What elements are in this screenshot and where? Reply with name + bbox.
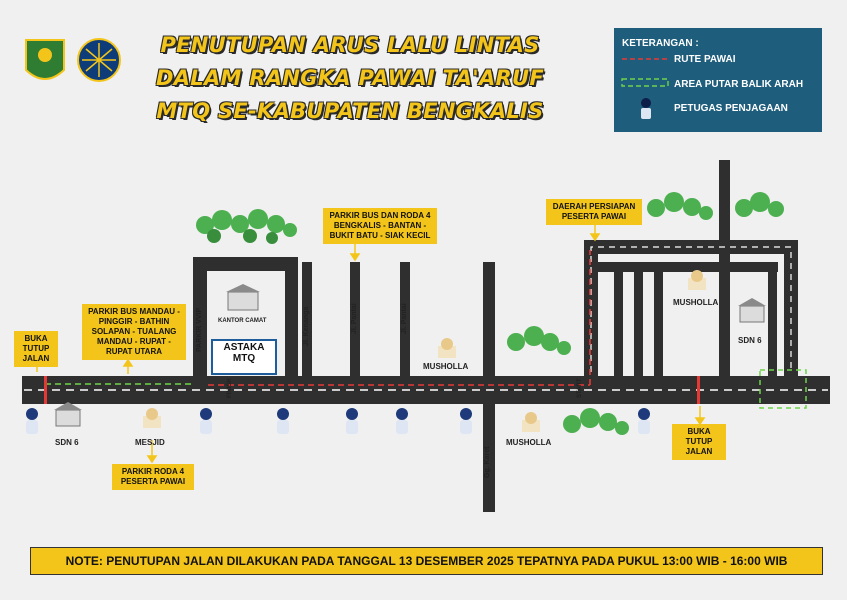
officer-icon-4 — [346, 408, 358, 434]
label-gg-karet: Gg. Karet — [484, 446, 491, 478]
uturn-area — [759, 369, 807, 409]
musholla-right-icon — [688, 270, 706, 290]
road-astaka-top — [193, 257, 298, 271]
sdn6-left-icon — [54, 402, 82, 427]
box-buka-tutup-left: BUKA TUTUP JALAN — [14, 331, 58, 367]
kantor-camat-icon — [226, 284, 260, 311]
road-start — [584, 240, 598, 378]
box-buka-tutup-right: BUKA TUTUP JALAN — [672, 424, 726, 460]
label-sdn6-left: SDN 6 — [55, 438, 79, 447]
road-jl-pantai-2 — [400, 262, 410, 378]
label-start: START — [577, 378, 583, 398]
officer-icon-6 — [460, 408, 472, 434]
trees-bottom-right — [563, 408, 629, 435]
road-right-inner-4 — [768, 262, 777, 378]
astaka-building — [211, 339, 277, 375]
legend-uturn-icon — [621, 78, 669, 87]
label-jl-pantai-1: Jl. Pantai — [351, 303, 358, 334]
label-musholla-right: MUSHOLLA — [673, 298, 719, 307]
title-line-1: PENUTUPAN ARUS LALU LINTAS — [160, 33, 540, 57]
label-sdn6-right: SDN 6 — [738, 336, 762, 345]
bengkalis-logo — [25, 39, 65, 80]
right-block-dash — [590, 246, 792, 372]
label-parkir-vvip: PARKIR VVIP — [196, 307, 203, 352]
barrier-left — [44, 376, 47, 404]
trees-top-left — [196, 209, 297, 244]
label-finish: FINISH — [227, 378, 233, 398]
officer-icon-5 — [396, 408, 408, 434]
legend-icons — [621, 58, 670, 119]
astaka-label: ASTAKA MTQ — [223, 342, 265, 364]
dishub-logo — [77, 38, 121, 82]
officer-icon-3 — [277, 408, 289, 434]
box-parkir-bus-left: PARKIR BUS MANDAU - PINGGIR - BATHIN SOL… — [82, 304, 186, 360]
label-musholla-bottom: MUSHOLLA — [506, 438, 552, 447]
note-banner: NOTE: PENUTUPAN JALAN DILAKUKAN PADA TAN… — [30, 547, 823, 575]
officer-icon-1 — [26, 408, 38, 434]
road-mid-north — [483, 262, 495, 378]
road-astaka-right — [285, 257, 298, 377]
road-right-inner-1 — [614, 262, 623, 378]
road-gg-karet — [483, 402, 495, 512]
label-jl-pantai-2: Jl. Pantai — [401, 303, 408, 334]
legend-officer-icon — [641, 98, 651, 108]
legend-panel: KETERANGAN : RUTE PAWAI AREA PUTAR BALIK… — [614, 28, 822, 132]
label-musholla-center: MUSHOLLA — [423, 362, 469, 371]
legend-title: KETERANGAN : — [622, 38, 699, 49]
sdn6-right-icon — [738, 298, 766, 323]
legend-item-uturn: AREA PUTAR BALIK ARAH — [674, 79, 804, 90]
officer-icon-7 — [638, 408, 650, 434]
road-jl-pantai-1 — [350, 262, 360, 378]
road-right-inner-top — [598, 262, 778, 272]
musholla-center-icon — [438, 338, 456, 358]
trees-mid — [507, 326, 571, 355]
title-line-3: MTQ SE-KABUPATEN BENGKALIS — [156, 99, 544, 123]
trees-top-right-1 — [647, 192, 713, 220]
label-kantor-camat: KANTOR CAMAT — [218, 318, 267, 324]
road-right-inner-2 — [634, 262, 643, 378]
title-line-2: DALAM RANGKA PAWAI TA'ARUF — [156, 66, 544, 90]
road-right-inner-3 — [654, 262, 663, 378]
box-parkir-bus-top: PARKIR BUS DAN RODA 4 BENGKALIS - BANTAN… — [323, 208, 437, 244]
barrier-right — [697, 376, 700, 404]
box-parkir-roda4: PARKIR RODA 4 PESERTA PAWAI — [112, 464, 194, 490]
box-daerah-persiapan: DAERAH PERSIAPAN PESERTA PAWAI — [546, 199, 642, 225]
label-mesjid: MESJID — [135, 438, 165, 447]
officer-icon-2 — [200, 408, 212, 434]
musholla-bottom-icon — [522, 412, 540, 432]
road-jl-kenanga — [302, 262, 312, 378]
trees-top-right-2 — [735, 192, 784, 217]
legend-item-route: RUTE PAWAI — [674, 54, 736, 65]
legend-item-officer: PETUGAS PENJAGAAN — [674, 103, 788, 114]
road-parkir-vvip — [193, 257, 207, 377]
label-jl-kenanga: Jl. Kenanga — [303, 306, 310, 346]
mesjid-icon — [143, 408, 161, 428]
